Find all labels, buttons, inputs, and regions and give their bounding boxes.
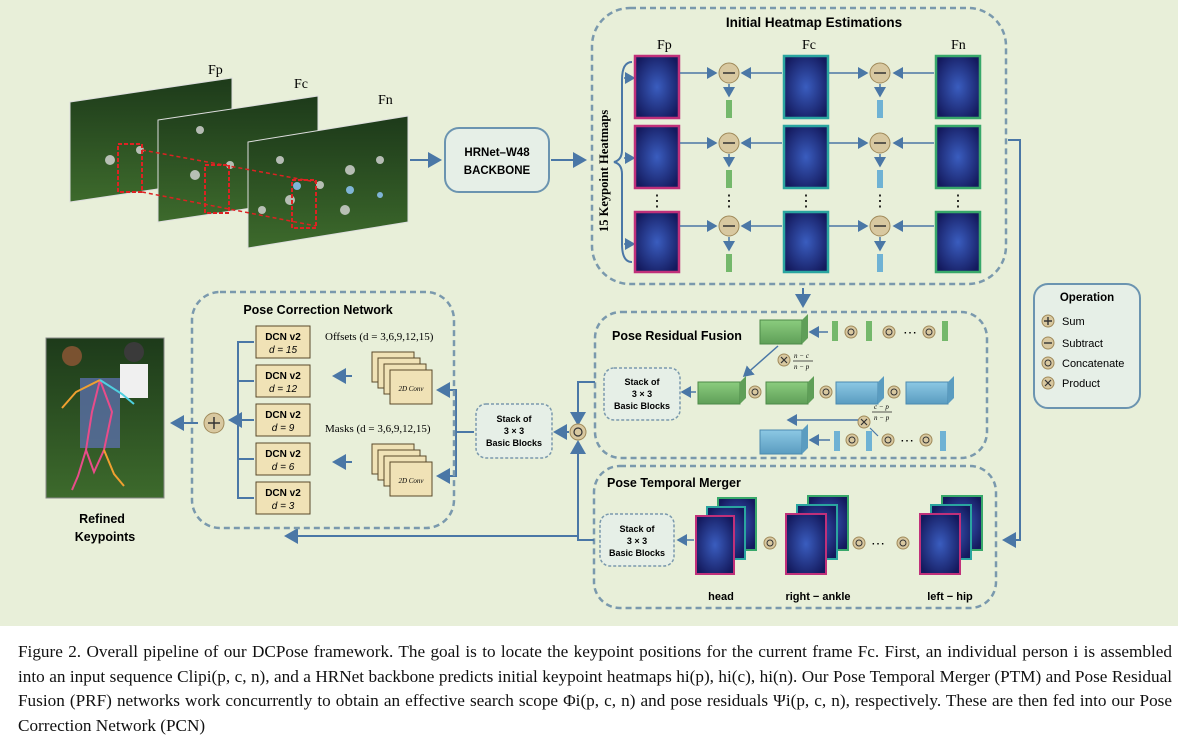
pipeline-figure: Fp Fc Fn HRNet–W48 BACKBONE Initial Heat… [0,0,1178,626]
dots: ⋯ [871,535,885,551]
dcn-dilation-6: d = 6 [272,462,295,473]
heatmap-p [633,210,681,274]
heatmap-n [934,54,982,120]
prf-stack-line2: 3 × 3 [632,389,652,399]
dcn-name: DCN v2 [265,332,301,343]
backbone-label: BACKBONE [464,165,531,177]
weight-bottom-numerator: c − p [874,403,889,411]
legend-sum: Sum [1062,316,1085,328]
center-stack-line2: 3 × 3 [504,426,524,436]
dcn-dilation-3: d = 3 [272,501,295,512]
backbone-name: HRNet–W48 [464,147,530,159]
heatmap-p [633,124,681,190]
dcn-name: DCN v2 [265,488,301,499]
operation-legend: Operation Sum Subtract Concatenate Produ… [1033,283,1141,409]
heatmap-title: Initial Heatmap Estimations [726,15,902,30]
center-stack-line1: Stack of [496,414,532,424]
group-label-head: head [708,591,734,603]
weight-bottom-denominator: n − p [874,414,890,422]
keypoint-heatmaps-label: 15 Keypoint Heatmaps [597,110,611,232]
group-label-left-hip: left − hip [927,591,973,603]
heatmap-c [782,210,830,274]
dcn-name: DCN v2 [265,371,301,382]
concatenate-icon [1041,356,1055,370]
weight-top-denominator: n − p [794,363,810,371]
ptm-stack-line1: Stack of [619,524,655,534]
ellipsis: ⋮ [649,193,665,210]
prf-stack-line3: Basic Blocks [614,401,670,411]
pose-residual-fusion-panel: Pose Residual Fusion ⋯ n − c n − p [593,310,989,460]
heatmap-col-label-p: Fp [657,38,672,53]
heatmap-n [934,124,982,190]
heatmap-c [782,124,830,190]
caption-text: Figure 2. Overall pipeline of our DCPose… [18,642,1172,735]
heatmap-p [633,54,681,120]
masks-label: Masks (d = 3,6,9,12,15) [325,423,431,435]
frame-label-c: Fc [294,77,308,92]
ellipsis: ⋮ [798,193,814,210]
heatmap-c [782,54,830,120]
frame-label-p: Fp [208,63,223,78]
ellipsis: ⋮ [872,193,888,210]
prf-title: Pose Residual Fusion [612,329,742,343]
group-label-right-ankle: right − ankle [785,591,850,603]
ptm-title: Pose Temporal Merger [607,476,741,490]
heatmap-estimation-panel: Initial Heatmap Estimations Fp Fc Fn 15 … [590,6,1008,286]
ptm-stack-line3: Basic Blocks [609,548,665,558]
weight-top-numerator: n − c [794,352,810,360]
legend-title: Operation [1060,292,1114,304]
output-line2: Keypoints [75,530,135,544]
dcn-name: DCN v2 [265,410,301,421]
heatmap-group-left-hip [919,495,983,575]
center-stack-block: Stack of 3 × 3 Basic Blocks [475,403,553,459]
pcn-title: Pose Correction Network [243,303,392,317]
heatmap-col-label-c: Fc [802,38,816,53]
output-line1: Refined [79,512,125,526]
dcn-dilation-15: d = 15 [269,345,298,356]
refined-keypoints-output: Refined Keypoints [45,337,165,544]
dots: ⋯ [900,432,914,448]
heatmap-group-head [695,497,757,575]
dcn-dilation-9: d = 9 [272,423,295,434]
center-stack-line3: Basic Blocks [486,438,542,448]
legend-product: Product [1062,378,1100,390]
heatmap-row [633,210,982,274]
prf-stack-line1: Stack of [624,377,660,387]
legend-concatenate: Concatenate [1062,358,1124,370]
pose-correction-network-panel: Pose Correction Network DCN v2 d = 15 DC… [190,290,456,530]
conv-label: 2D Conv [398,477,424,485]
heatmap-row [633,124,982,190]
input-frames: Fp Fc Fn [69,63,409,249]
ellipsis: ⋮ [950,193,966,210]
heatmap-group-right-ankle [785,495,849,575]
dcn-name: DCN v2 [265,449,301,460]
hrnet-backbone: HRNet–W48 BACKBONE [444,127,550,193]
concatenate-icon [569,423,587,441]
heatmap-n [934,210,982,274]
legend-subtract: Subtract [1062,338,1103,350]
pose-temporal-merger-panel: Pose Temporal Merger Stack of 3 × 3 Basi… [592,464,998,610]
dcn-dilation-12: d = 12 [269,384,298,395]
frame-label-n: Fn [378,93,393,108]
ptm-stack-line2: 3 × 3 [627,536,647,546]
ellipsis: ⋮ [721,193,737,210]
heatmap-row [633,54,982,120]
heatmap-col-label-n: Fn [951,38,966,53]
figure-caption: Figure 2. Overall pipeline of our DCPose… [0,634,1178,746]
conv-label: 2D Conv [398,385,424,393]
offsets-label: Offsets (d = 3,6,9,12,15) [325,331,434,343]
dots: ⋯ [903,324,917,340]
